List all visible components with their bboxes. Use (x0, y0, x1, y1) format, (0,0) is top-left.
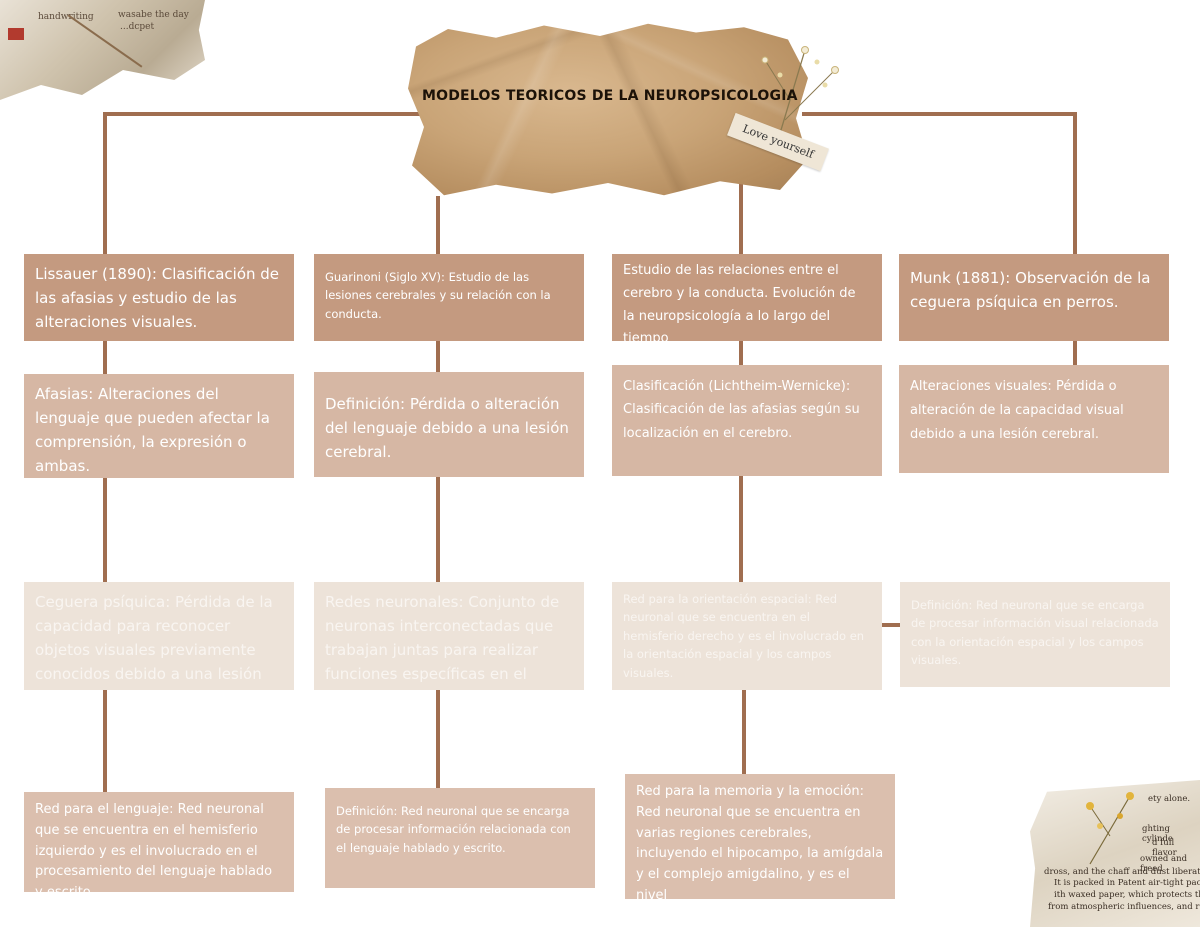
node-ceguera-psiquica: Ceguera psíquica: Pérdida de la capacida… (24, 582, 294, 690)
collage-text: handwriting (38, 12, 94, 22)
connector-line (739, 476, 743, 582)
node-guarinoni: Guarinoni (Siglo XV): Estudio de las les… (314, 254, 584, 341)
connector-line (880, 623, 900, 627)
node-red-orientacion-espacial: Red para la orientación espacial: Red ne… (612, 582, 882, 690)
connector-line (1073, 340, 1077, 365)
collage-text: owned and freed (1140, 854, 1188, 874)
collage-text: dross, and the chaff and dust liberated … (1044, 867, 1200, 877)
node-red-memoria-emocion: Red para la memoria y la emoción: Red ne… (625, 774, 895, 899)
node-lissauer: Lissauer (1890): Clasificación de las af… (24, 254, 294, 341)
node-clasificacion-lichtheim: Clasificación (Lichtheim-Wernicke): Clas… (612, 365, 882, 476)
connector-line (103, 112, 421, 116)
connector-line (436, 340, 440, 372)
page-title: MODELOS TEORICOS DE LA NEUROPSICOLOGIA (422, 88, 798, 104)
connector-line (103, 340, 107, 375)
collage-text: It is packed in Patent air-tight package (1054, 878, 1200, 888)
node-estudio-relaciones: Estudio de las relaciones entre el cereb… (612, 254, 882, 341)
stamp-icon (8, 28, 24, 40)
connector-line (742, 690, 746, 774)
connector-line (802, 112, 1077, 116)
node-red-lenguaje: Red para el lenguaje: Red neuronal que s… (24, 792, 294, 892)
connector-line (103, 112, 107, 257)
collage-text: from atmospheric influences, and retains… (1048, 902, 1200, 912)
node-definicion-afasia: Definición: Pérdida o alteración del len… (314, 372, 584, 477)
node-redes-neuronales: Redes neuronales: Conjunto de neuronas i… (314, 582, 584, 690)
collage-text: ety alone. (1148, 794, 1191, 804)
flower-icon (1086, 792, 1134, 865)
collage-text: d full flavor (1152, 838, 1177, 858)
node-definicion-red-visual: Definición: Red neuronal que se encarga … (900, 582, 1170, 687)
collage-text: ghting cylinde (1142, 824, 1173, 844)
collage-text: ...dcpet (120, 22, 155, 32)
connector-line (436, 477, 440, 582)
collage-decoration-bottom-right: ety alone. ghting cylinde d full flavor … (1030, 780, 1200, 927)
title-paper-background (408, 23, 808, 196)
node-alteraciones-visuales: Alteraciones visuales: Pérdida o alterac… (899, 365, 1169, 473)
connector-line (436, 196, 440, 256)
connector-line (739, 340, 743, 365)
connector-line (103, 690, 107, 793)
connector-line (103, 478, 107, 582)
connector-line (739, 170, 743, 256)
connector-line (436, 690, 440, 788)
node-definicion-red-lenguaje: Definición: Red neuronal que se encarga … (325, 788, 595, 888)
collage-text: wasabe the day (118, 10, 189, 20)
dried-flowers-icon (761, 46, 839, 151)
node-afasias: Afasias: Alteraciones del lenguaje que p… (24, 374, 294, 478)
collage-text: ith waxed paper, which protects the (1054, 890, 1200, 900)
connector-line (1073, 112, 1077, 257)
collage-decoration-top-left: handwriting wasabe the day ...dcpet (0, 0, 205, 100)
node-munk: Munk (1881): Observación de la ceguera p… (899, 254, 1169, 341)
